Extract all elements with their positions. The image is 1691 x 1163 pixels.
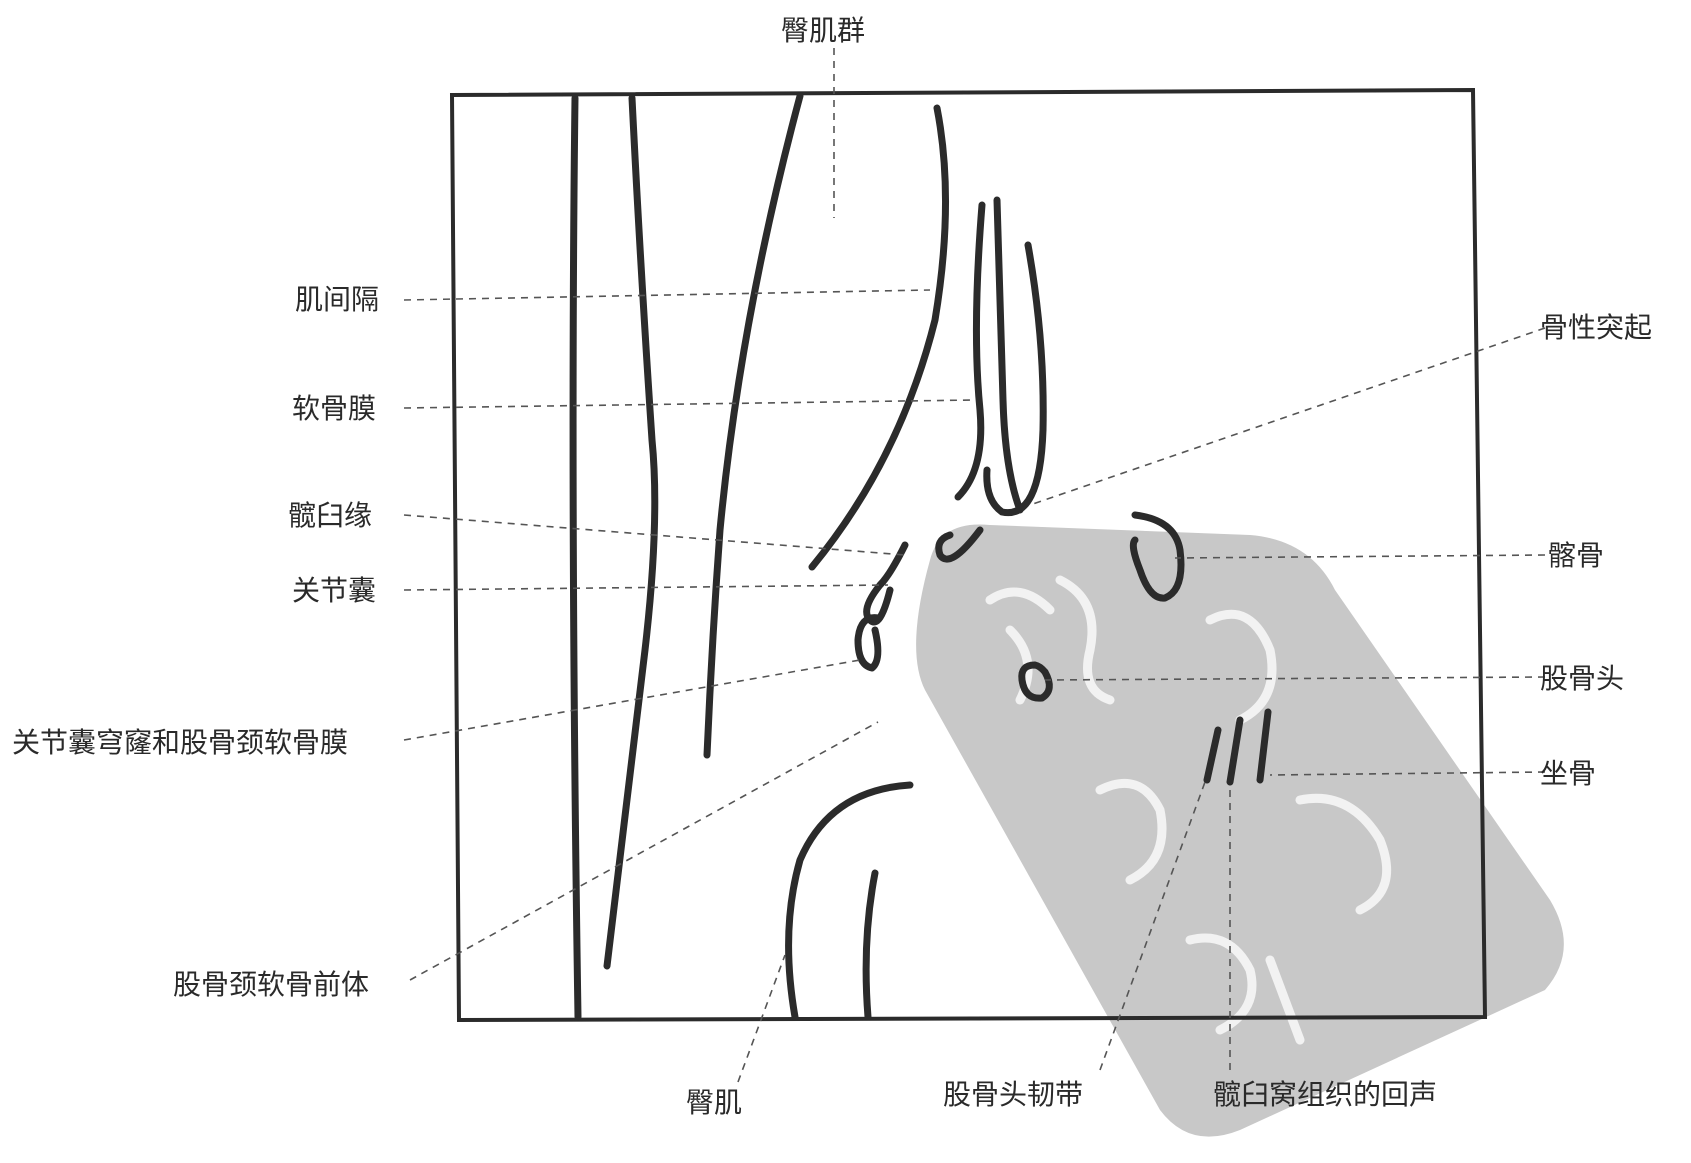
label-intermuscular-septum: 肌间隔 (295, 283, 379, 316)
seal-stamp-icon (916, 524, 1564, 1137)
label-bony-prominence: 骨性突起 (1540, 311, 1652, 344)
label-capsule-recess: 关节囊穹窿和股骨颈软骨膜 (12, 726, 348, 759)
leader-lines (403, 48, 1546, 1083)
label-femoral-head: 股骨头 (1540, 662, 1624, 695)
diagram-frame (449, 87, 1488, 1023)
anatomy-drawing (569, 92, 1272, 1021)
label-joint-capsule: 关节囊 (292, 574, 376, 607)
label-gluteal-muscle-group: 臀肌群 (781, 14, 865, 47)
label-gluteal-muscle: 臀肌 (686, 1086, 742, 1119)
label-ischium: 坐骨 (1540, 757, 1596, 790)
label-cartilage-membrane: 软骨膜 (292, 392, 376, 425)
label-acetabular-rim: 髋臼缘 (288, 499, 372, 532)
label-acetabular-fossa-echo: 髋臼窝组织的回声 (1213, 1078, 1437, 1111)
label-ilium: 髂骨 (1548, 539, 1604, 572)
label-ligamentum-teres: 股骨头韧带 (943, 1078, 1083, 1111)
label-femoral-neck-precursor: 股骨颈软骨前体 (173, 968, 369, 1001)
